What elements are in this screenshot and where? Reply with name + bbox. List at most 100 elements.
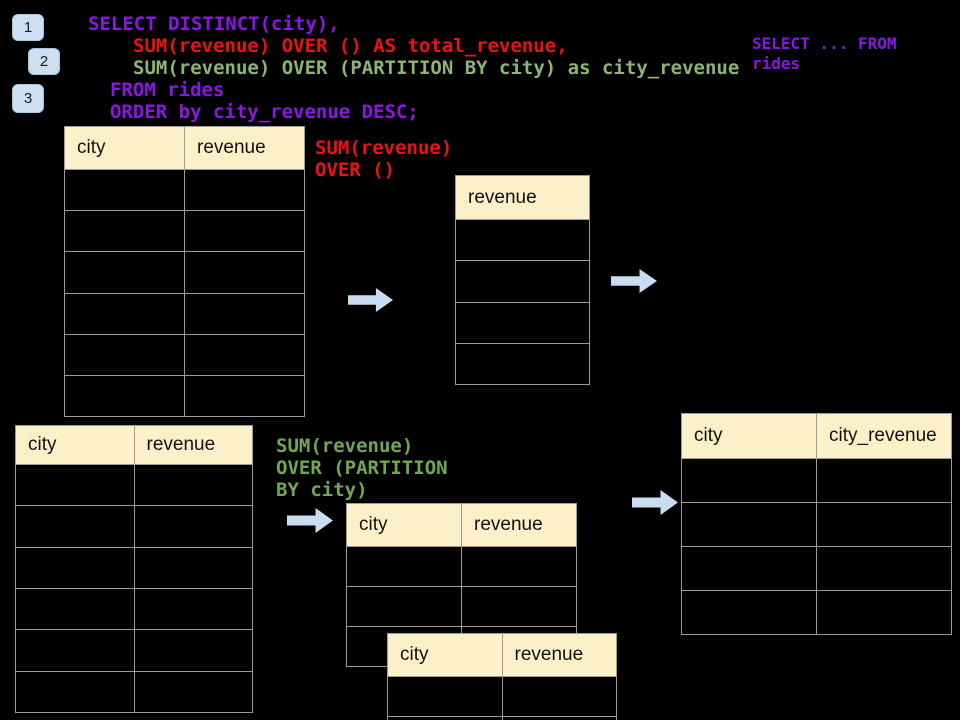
empty-cell (817, 458, 951, 502)
step-badge-3-label: 3 (23, 90, 33, 107)
table-total-revenue-result: revenue (455, 175, 590, 385)
sql-line-order-by: ORDER by city_revenue DESC; (110, 101, 419, 123)
table-rides-source-bottom: city revenue (15, 425, 253, 713)
table-empty-row (65, 374, 304, 417)
empty-cell (456, 301, 589, 343)
table-empty-row (16, 670, 252, 712)
empty-cell (185, 292, 304, 334)
column-header-revenue: revenue (468, 186, 537, 208)
empty-cell (682, 502, 817, 546)
step-badge-3: 3 (12, 84, 44, 113)
column-header-revenue: revenue (197, 137, 266, 158)
table-empty-row (65, 333, 304, 375)
table-empty-row (456, 219, 589, 261)
flow-arrow-right-icon (287, 508, 333, 533)
table-header-row: city revenue (347, 504, 576, 546)
empty-cell (502, 716, 616, 720)
empty-cell (134, 629, 252, 671)
empty-cell (682, 546, 817, 590)
column-header-city: city (682, 414, 817, 458)
sql-line-select: SELECT DISTINCT(city), (88, 13, 340, 35)
empty-cell (65, 333, 185, 375)
table-empty-row (682, 546, 951, 590)
table-empty-row (456, 342, 589, 384)
table-header-row: city revenue (65, 127, 304, 169)
empty-cell (65, 169, 185, 211)
column-header-city: city (388, 634, 503, 676)
table-header-row: city revenue (388, 634, 616, 676)
table-empty-row (16, 587, 252, 630)
step-badge-2: 2 (28, 48, 60, 75)
empty-cell (682, 590, 817, 634)
table-empty-row (16, 629, 252, 671)
table-partition-group-back: city revenue (387, 633, 617, 720)
label-sum-over-partition: SUM(revenue) OVER (PARTITION BY city) (276, 435, 448, 501)
empty-cell (16, 546, 135, 588)
empty-cell (817, 590, 951, 634)
empty-cell (456, 260, 589, 302)
sql-line-from: FROM rides (110, 79, 225, 101)
table-header-row: city revenue (16, 426, 252, 464)
table-empty-row (682, 458, 951, 502)
table-empty-row (388, 676, 616, 716)
table-empty-row (347, 586, 576, 626)
table-header-row: city city_revenue (682, 414, 951, 458)
label-sum-over-all: SUM(revenue) OVER () (315, 137, 453, 181)
empty-cell (185, 210, 304, 252)
table-rides-source-top: city revenue (64, 126, 305, 417)
empty-cell (16, 505, 135, 547)
sql-line-total-revenue: SUM(revenue) OVER () AS total_revenue, (133, 35, 568, 57)
column-header-city: city (347, 504, 462, 546)
column-header-revenue: revenue (146, 434, 216, 455)
empty-cell (134, 587, 252, 630)
column-header-revenue: revenue (514, 644, 584, 665)
table-empty-row (388, 716, 616, 720)
flow-arrow-right-icon (632, 490, 678, 515)
table-empty-row (682, 502, 951, 546)
empty-cell (16, 670, 135, 712)
empty-cell (502, 676, 616, 716)
empty-cell (347, 546, 462, 586)
flow-arrow-right-icon (348, 288, 393, 312)
empty-cell (185, 251, 304, 293)
step-badge-2-label: 2 (39, 53, 49, 70)
table-empty-row (16, 464, 252, 506)
table-empty-row (65, 210, 304, 252)
step-badge-1-label: 1 (23, 19, 33, 36)
empty-cell (185, 333, 304, 375)
table-empty-row (16, 546, 252, 588)
empty-cell (388, 716, 503, 720)
table-empty-row (65, 292, 304, 334)
table-city-revenue-result: city city_revenue (681, 413, 952, 635)
empty-cell (134, 546, 252, 588)
empty-cell (456, 219, 589, 261)
empty-cell (388, 676, 503, 716)
empty-cell (462, 586, 576, 626)
empty-cell (185, 374, 304, 417)
table-empty-row (347, 546, 576, 586)
table-empty-row (65, 251, 304, 293)
table-empty-row (456, 260, 589, 302)
empty-cell (16, 587, 135, 630)
column-header-city: city (65, 127, 185, 169)
table-empty-row (16, 505, 252, 547)
empty-cell (185, 169, 304, 211)
empty-cell (682, 458, 817, 502)
table-empty-row (65, 169, 304, 211)
empty-cell (65, 251, 185, 293)
flow-arrow-right-icon (611, 269, 657, 293)
step-badge-1: 1 (12, 14, 44, 41)
empty-cell (347, 586, 462, 626)
empty-cell (134, 464, 252, 506)
sql-line-city-revenue: SUM(revenue) OVER (PARTITION BY city) as… (133, 57, 740, 79)
empty-cell (65, 374, 185, 417)
empty-cell (134, 670, 252, 712)
empty-cell (16, 629, 135, 671)
column-header-city-revenue: city_revenue (829, 425, 937, 446)
side-note-select-from-rides: SELECT ... FROM rides (752, 34, 897, 73)
empty-cell (16, 464, 135, 506)
empty-cell (134, 505, 252, 547)
empty-cell (65, 210, 185, 252)
table-header-row: revenue (456, 176, 589, 219)
